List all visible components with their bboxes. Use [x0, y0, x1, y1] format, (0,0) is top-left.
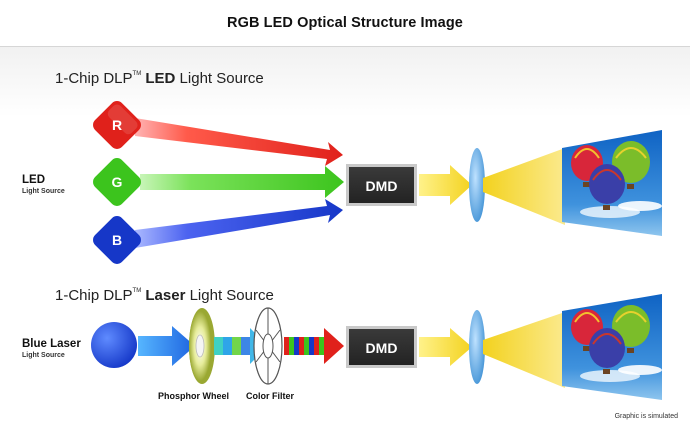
header-bar: RGB LED Optical Structure Image: [0, 0, 690, 47]
laser-section-title: 1-Chip DLPTM Laser Light Source: [55, 287, 274, 304]
yellow-output-arrow-laser: [419, 328, 472, 366]
laser-source-label: Blue Laser Light Source: [22, 338, 81, 360]
dmd-box-led: [346, 164, 417, 206]
blue-beam-arrow: [135, 199, 343, 248]
yellow-output-arrow-led: [419, 165, 472, 205]
blue-laser-source: [91, 322, 137, 368]
phosphor-wheel: [189, 308, 215, 384]
light-cone-led: [483, 148, 565, 225]
page-title: RGB LED Optical Structure Image: [227, 15, 463, 31]
blue-led-diamond: [93, 216, 141, 264]
led-title-suffix: Light Source: [175, 70, 264, 87]
dmd-label-led: DMD: [366, 178, 398, 194]
laser-title-prefix: 1-Chip DLP: [55, 287, 133, 304]
led-source-label: LED Light Source: [22, 174, 65, 196]
projection-lens-led: [469, 148, 485, 222]
laser-source-label-sub: Light Source: [22, 352, 65, 359]
green-beam-arrow: [140, 166, 344, 198]
rgb-sequence-arrow: [284, 328, 344, 364]
phosphor-wheel-caption: Phosphor Wheel: [158, 391, 230, 401]
green-led-diamond: [93, 158, 141, 206]
led-title-bold: LED: [145, 70, 176, 87]
color-filter-wheel: [253, 307, 283, 385]
blue-diamond-letter: B: [112, 232, 122, 248]
laser-title-tm: TM: [132, 288, 142, 294]
led-title-prefix: 1-Chip DLP: [55, 70, 133, 87]
green-diamond-letter: G: [112, 174, 123, 190]
led-section-title: 1-Chip DLPTM LED Light Source: [55, 70, 264, 87]
red-beam-arrow: [135, 118, 343, 166]
projected-image-led: [562, 130, 662, 236]
laser-title-suffix: Light Source: [185, 287, 274, 304]
red-diamond-letter: R: [112, 117, 122, 133]
color-filter-caption: Color Filter: [246, 391, 295, 401]
dmd-box-laser: [346, 326, 417, 368]
led-source-label-sub: Light Source: [22, 188, 65, 195]
laser-title-bold: Laser: [145, 287, 186, 304]
projected-image-laser: [562, 294, 662, 400]
simulated-footnote: Graphic is simulated: [614, 413, 678, 420]
blue-laser-arrow: [138, 326, 195, 366]
led-title-tm: TM: [132, 71, 142, 77]
led-source-label-main: LED: [22, 174, 45, 186]
light-cone-laser: [483, 312, 565, 388]
laser-source-label-main: Blue Laser: [22, 338, 81, 350]
red-led-diamond: [93, 101, 141, 149]
dmd-label-laser: DMD: [366, 340, 398, 356]
projection-lens-laser: [469, 310, 485, 384]
